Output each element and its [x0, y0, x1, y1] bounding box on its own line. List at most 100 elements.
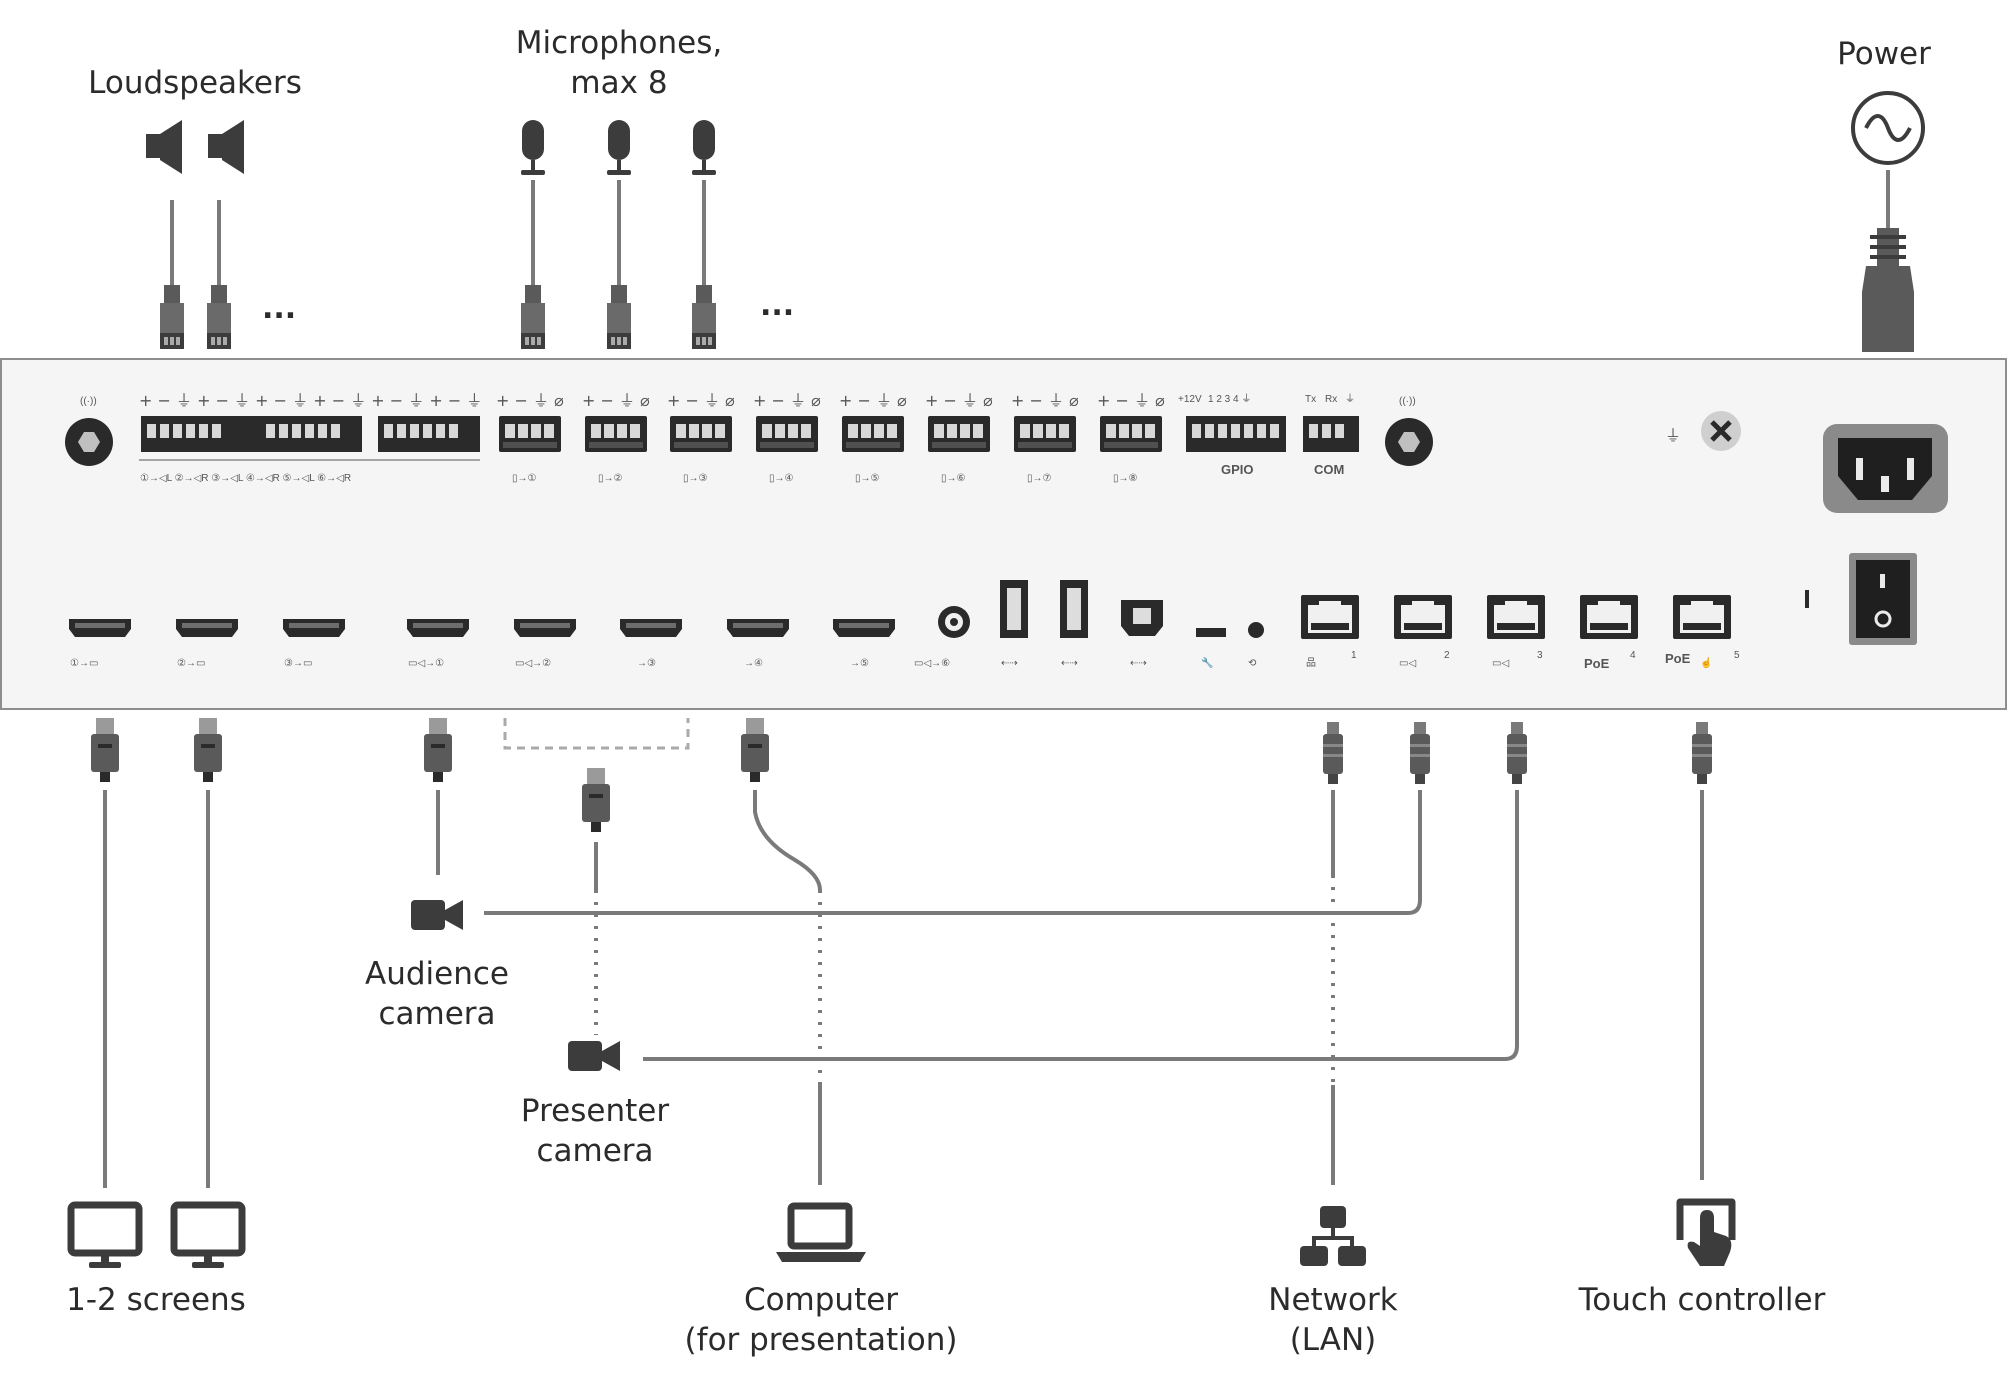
svg-text:⟲: ⟲: [1248, 658, 1257, 669]
codec-panel: [0, 358, 2007, 710]
svg-text:+ − ⏚ + − ⏚ + − ⏚ + − ⏚ + − ⏚: + − ⏚ + − ⏚ + − ⏚ + − ⏚ + − ⏚ + − ⏚: [139, 391, 482, 410]
alt-input-bracket: [503, 718, 690, 750]
rj45-plug: [1692, 722, 1712, 784]
svg-text:⇠⇢: ⇠⇢: [1130, 658, 1147, 669]
svg-text:☝: ☝: [1700, 656, 1712, 669]
svg-text:→③: →③: [637, 658, 656, 669]
svg-text:⏚: ⏚: [1345, 393, 1355, 405]
svg-text:→⑤: →⑤: [850, 658, 869, 669]
svg-text:1 2 3 4 ⏚: 1 2 3 4 ⏚: [1208, 393, 1251, 405]
svg-text:⏚: ⏚: [1665, 426, 1681, 445]
microphone-icon: [607, 120, 631, 175]
monitor-icon: [71, 1205, 139, 1268]
svg-text:▭◁→⑥: ▭◁→⑥: [914, 658, 950, 669]
ground-terminal: ⏚: [1665, 411, 1741, 451]
dotted-links: [594, 875, 1335, 1085]
label-microphones: Microphones,max 8: [515, 25, 723, 101]
svg-text:▯→⑦: ▯→⑦: [1027, 473, 1052, 484]
label-network: Network(LAN): [1268, 1282, 1398, 1358]
camera-icon: [411, 900, 463, 930]
power-plug: [1862, 228, 1914, 352]
svg-text:Rx: Rx: [1325, 394, 1337, 405]
svg-text:3: 3: [1537, 650, 1543, 661]
svg-text:▭◁→①: ▭◁→①: [408, 658, 444, 669]
hdmi-ports: ①→▭②→▭ ③→▭▭◁→① ▭◁→②→③ →④→⑤: [69, 619, 895, 669]
svg-text:▯→②: ▯→②: [598, 473, 623, 484]
svg-text:▯→①: ▯→①: [512, 473, 537, 484]
mic-input-terminals: + − ⏚ ⌀ + − ⏚ ⌀ + − ⏚ ⌀ + − ⏚ ⌀ + − ⏚ ⌀ + −…: [496, 391, 1165, 484]
svg-text:⇠⇢: ⇠⇢: [1001, 658, 1018, 669]
svg-text:Tx: Tx: [1305, 394, 1316, 405]
antenna-connector-left: ((·)): [65, 396, 113, 466]
svg-text:4: 4: [1630, 650, 1636, 661]
aux-ports: ▭◁→⑥ ⇠⇢ ⇠⇢ ⇠⇢ 🔧 ⟲: [914, 580, 1264, 669]
hdmi-plug: [91, 718, 119, 782]
phoenix-plug: [160, 285, 184, 349]
com-terminal: Tx Rx ⏚ COM: [1303, 393, 1359, 477]
svg-text:品: 品: [1306, 657, 1316, 669]
svg-text:+ − ⏚ ⌀: + − ⏚ ⌀: [839, 391, 907, 410]
svg-text:▯→③: ▯→③: [683, 473, 708, 484]
svg-text:▭◁→②: ▭◁→②: [515, 658, 551, 669]
label-power: Power: [1837, 36, 1931, 72]
svg-text:+ − ⏚ ⌀: + − ⏚ ⌀: [582, 391, 650, 410]
svg-text:①→▭: ①→▭: [70, 658, 98, 669]
svg-text:((·)): ((·)): [80, 396, 97, 407]
speaker-icon: [146, 120, 182, 174]
phoenix-plug: [207, 285, 231, 349]
bottom-cables: [103, 790, 1704, 1188]
svg-text:🔧: 🔧: [1201, 656, 1213, 669]
label-screens: 1-2 screens: [66, 1282, 246, 1318]
svg-text:+ − ⏚ ⌀: + − ⏚ ⌀: [925, 391, 993, 410]
svg-text:▭◁: ▭◁: [1492, 658, 1509, 669]
svg-text:PoE: PoE: [1665, 651, 1691, 666]
network-icon: [1300, 1206, 1366, 1266]
hdmi-plug: [741, 718, 769, 782]
power-switch[interactable]: [1805, 553, 1917, 645]
rj45-plug: [1507, 722, 1527, 784]
microphone-icon: [521, 120, 545, 175]
svg-text:+ − ⏚ ⌀: + − ⏚ ⌀: [753, 391, 821, 410]
speaker-icon: [208, 120, 244, 174]
mic-ellipsis: ...: [760, 288, 794, 323]
svg-text:→④: →④: [744, 658, 763, 669]
svg-text:+ − ⏚ ⌀: + − ⏚ ⌀: [1097, 391, 1165, 410]
speaker-ellipsis: ...: [262, 291, 296, 326]
microphone-icon: [692, 120, 716, 175]
svg-text:▯→⑥: ▯→⑥: [941, 473, 966, 484]
rj45-plug: [1323, 722, 1343, 784]
audio-out-terminals: + − ⏚ + − ⏚ + − ⏚ + − ⏚ + − ⏚ + − ⏚ ①→◁L…: [139, 391, 482, 484]
gpio-terminal: +12V 1 2 3 4 ⏚ GPIO: [1178, 393, 1286, 477]
svg-text:⇠⇢: ⇠⇢: [1061, 658, 1078, 669]
svg-text:+ − ⏚ ⌀: + − ⏚ ⌀: [496, 391, 564, 410]
svg-text:②→▭: ②→▭: [177, 658, 205, 669]
rj45-plug: [1410, 722, 1430, 784]
phoenix-plug: [607, 285, 631, 349]
svg-text:+12V: +12V: [1178, 394, 1202, 405]
svg-text:▯→⑤: ▯→⑤: [855, 473, 880, 484]
power-ac-icon: [1851, 91, 1925, 165]
hdmi-plug: [424, 718, 452, 782]
svg-text:+ − ⏚ ⌀: + − ⏚ ⌀: [1011, 391, 1079, 410]
hdmi-plug: [582, 768, 610, 832]
label-touch-controller: Touch controller: [1578, 1282, 1826, 1318]
svg-text:1: 1: [1351, 650, 1357, 661]
svg-text:((·)): ((·)): [1399, 396, 1416, 407]
label-computer: Computer(for presentation): [684, 1282, 958, 1358]
hdmi-plug: [194, 718, 222, 782]
touch-panel-icon: [1676, 1198, 1736, 1266]
monitor-icon: [174, 1205, 242, 1268]
laptop-icon: [776, 1202, 866, 1262]
antenna-connector-right: ((·)): [1385, 396, 1433, 466]
svg-text:+ − ⏚ ⌀: + − ⏚ ⌀: [667, 391, 735, 410]
svg-text:①→◁L ②→◁R ③→◁L ④→◁R ⑤→◁L ⑥→◁R: ①→◁L ②→◁R ③→◁L ④→◁R ⑤→◁L ⑥→◁R: [140, 473, 351, 484]
svg-text:▯→⑧: ▯→⑧: [1113, 473, 1138, 484]
label-loudspeakers: Loudspeakers: [88, 65, 302, 101]
phoenix-plug: [692, 285, 716, 349]
top-cables: [170, 170, 1890, 285]
svg-text:COM: COM: [1314, 462, 1344, 477]
